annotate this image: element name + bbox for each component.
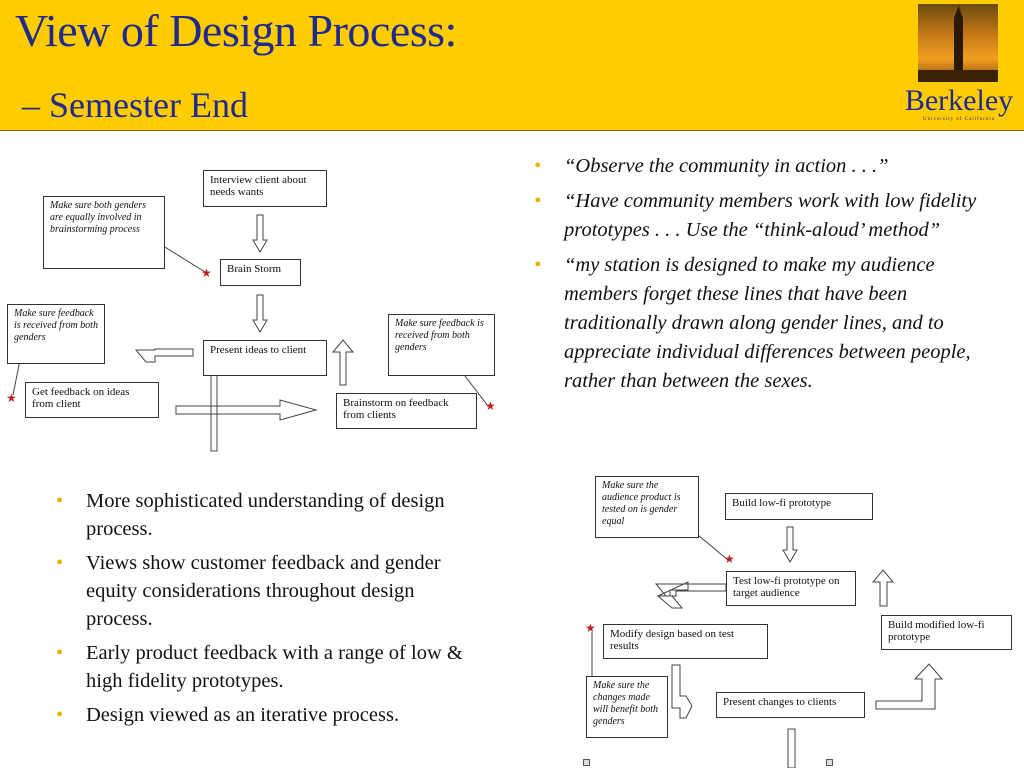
handle-icon	[583, 759, 590, 766]
build-low-fi-box: Build low-fi prototype	[725, 493, 873, 520]
build-modified-box: Build modified low-fi prototype	[881, 615, 1012, 650]
note-feedback-right: Make sure feedback is received from both…	[388, 314, 495, 376]
berkeley-logo: Berkeley University of California	[898, 4, 1020, 126]
note-changes-benefit: Make sure the changes made will benefit …	[586, 676, 668, 738]
star-icon: ★	[6, 391, 17, 405]
bullet-icon: •	[56, 704, 64, 726]
list-item: •“Observe the community in action . . .”	[530, 152, 1000, 181]
list-item: •Views show customer feedback and gender…	[52, 549, 472, 633]
title-bar: View of Design Process: – Semester End B…	[0, 0, 1024, 131]
slide-title: View of Design Process:	[15, 5, 457, 56]
modify-design-box: Modify design based on test results	[603, 624, 768, 659]
logo-subtext: University of California	[922, 117, 996, 122]
note-feedback-left: Make sure feedback is received from both…	[7, 304, 105, 364]
list-item: •Design viewed as an iterative process.	[52, 701, 472, 729]
bullet-icon: •	[534, 155, 542, 177]
note-tested-equal: Make sure the audience product is tested…	[595, 476, 699, 538]
star-icon: ★	[485, 399, 496, 413]
quotes-list: •“Observe the community in action . . .”…	[530, 152, 1000, 402]
brainstorm-feedback-box: Brainstorm on feedback from clients	[336, 393, 477, 429]
star-icon: ★	[201, 266, 212, 280]
list-item: •Early product feedback with a range of …	[52, 639, 472, 695]
present-ideas-box: Present ideas to client	[203, 340, 327, 376]
handle-icon	[826, 759, 833, 766]
test-low-fi-box: Test low-fi prototype on target audience	[726, 571, 856, 606]
campanile-photo	[918, 4, 998, 82]
bullet-icon: •	[56, 552, 64, 574]
note-gender-brainstorm: Make sure both genders are equally invol…	[43, 196, 165, 269]
star-icon: ★	[724, 552, 735, 566]
bullet-icon: •	[56, 642, 64, 664]
summary-list: •More sophisticated understanding of des…	[52, 487, 472, 735]
list-item: •“my station is designed to make my audi…	[530, 251, 1000, 396]
interview-client-box: Interview client about needs wants	[203, 170, 327, 207]
slide-subtitle: – Semester End	[22, 85, 248, 125]
design-process-diagram-1: Interview client about needs wants Brain…	[0, 140, 510, 460]
bullet-icon: •	[534, 254, 542, 276]
bullet-icon: •	[534, 190, 542, 212]
get-feedback-box: Get feedback on ideas from client	[25, 382, 159, 418]
list-item: •“Have community members work with low f…	[530, 187, 1000, 245]
star-icon: ★	[585, 621, 596, 635]
logo-wordmark: Berkeley	[904, 84, 1014, 117]
present-changes-box: Present changes to clients	[716, 692, 865, 718]
design-process-diagram-2: Build low-fi prototype Test low-fi proto…	[580, 472, 1024, 768]
brainstorm-box: Brain Storm	[220, 259, 301, 286]
list-item: •More sophisticated understanding of des…	[52, 487, 472, 543]
bullet-icon: •	[56, 490, 64, 512]
